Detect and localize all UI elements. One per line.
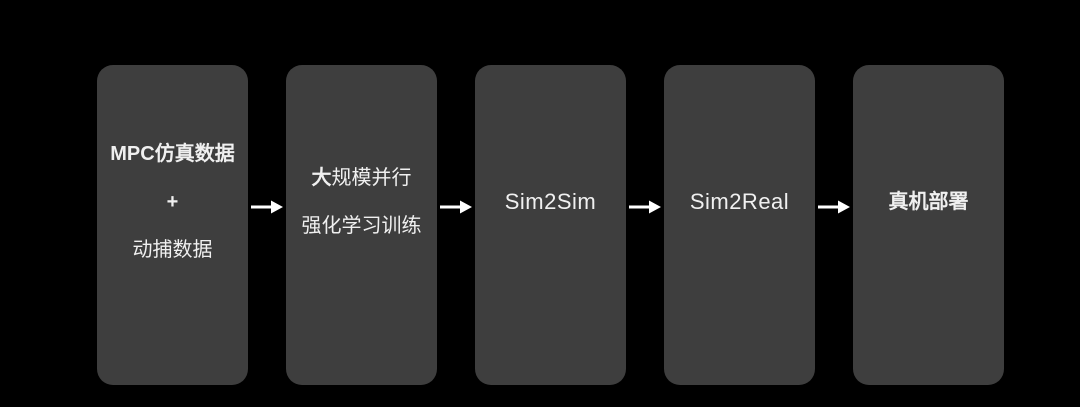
connector-4 [815,65,853,385]
node-label-sim2sim: Sim2Sim [504,189,597,214]
flow-node-deployment: 真机部署 [853,65,1004,385]
connector-2 [437,65,475,385]
arrow-right-icon [440,200,472,214]
flow-node-data-sources: MPC仿真数据 + 动捕数据 [97,65,248,385]
node-label-sim2real: Sim2Real [689,189,790,214]
node-label-mpc-sim-data: MPC仿真数据 [110,143,235,165]
node-label-mocap-data: 动捕数据 [132,239,213,261]
arrow-right-icon [251,200,283,214]
arrow-right-icon [818,200,850,214]
node-label-large-scale-parallel: 大规模并行 [311,167,412,189]
node-label-real-robot-deployment: 真机部署 [888,191,969,213]
flow-node-sim2sim: Sim2Sim [475,65,626,385]
connector-1 [248,65,286,385]
flow-node-sim2real: Sim2Real [664,65,815,385]
pipeline-flow-diagram: MPC仿真数据 + 动捕数据 大规模并行 强化学习训练 Sim2Sim Sim2… [97,65,1004,385]
flow-node-rl-training: 大规模并行 强化学习训练 [286,65,437,385]
plus-symbol: + [166,191,179,213]
connector-3 [626,65,664,385]
node-label-rl-training-text: 强化学习训练 [301,215,422,237]
arrow-right-icon [629,200,661,214]
